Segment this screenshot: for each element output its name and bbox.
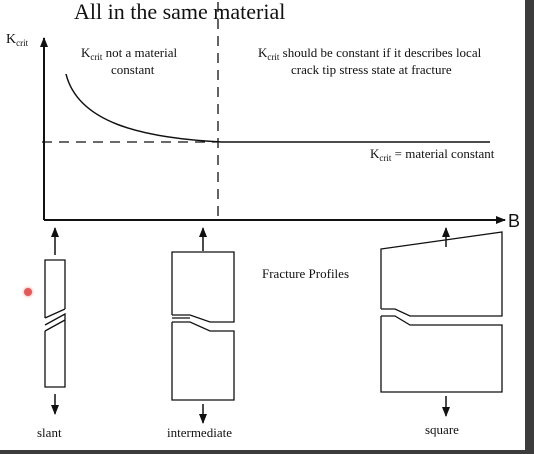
annotation-left: Kcrit not a material constant bbox=[81, 45, 177, 77]
specimen-label-slant: slant bbox=[37, 425, 62, 440]
annotation-plateau: Kcrit = material constant bbox=[370, 146, 494, 163]
annotation-left-line1: Kcrit not a material bbox=[81, 45, 177, 62]
annotation-left-symbol: K bbox=[81, 45, 91, 60]
kcrit-curve bbox=[65, 73, 490, 143]
y-axis-symbol: K bbox=[6, 32, 17, 47]
slide-canvas: All in the same material Kcrit Kcrit not… bbox=[0, 0, 525, 450]
annotation-right-line1: Kcrit should be constant if it describes… bbox=[258, 45, 481, 62]
annotation-right: Kcrit should be constant if it describes… bbox=[258, 45, 481, 77]
annotation-left-line2: constant bbox=[111, 62, 155, 77]
fracture-profiles-label: Fracture Profiles bbox=[262, 266, 350, 281]
annotation-left-text1: not a material bbox=[102, 45, 178, 60]
specimen-square bbox=[380, 231, 503, 393]
annotation-right-text1: should be constant if it describes local bbox=[279, 45, 482, 60]
annotation-right-symbol: K bbox=[258, 45, 268, 60]
annotation-plateau-text: = material constant bbox=[391, 146, 495, 161]
specimen-label-intermediate: intermediate bbox=[167, 425, 232, 440]
slide-title: All in the same material bbox=[74, 0, 286, 24]
laser-pointer-cursor bbox=[24, 288, 32, 296]
specimen-slant bbox=[44, 259, 66, 388]
diagram-svg bbox=[40, 2, 506, 424]
annotation-plateau-subscript: crit bbox=[379, 153, 392, 163]
annotation-right-line2: crack tip stress state at fracture bbox=[291, 62, 452, 77]
specimen-label-square: square bbox=[425, 422, 459, 437]
specimen-intermediate bbox=[171, 251, 235, 401]
annotation-right-subscript: crit bbox=[267, 52, 280, 62]
annotation-left-subscript: crit bbox=[90, 52, 103, 62]
annotation-plateau-symbol: K bbox=[370, 146, 380, 161]
y-axis-label: Kcrit bbox=[6, 32, 28, 48]
x-axis-label: B bbox=[508, 211, 521, 231]
y-axis-subscript: crit bbox=[16, 38, 29, 48]
